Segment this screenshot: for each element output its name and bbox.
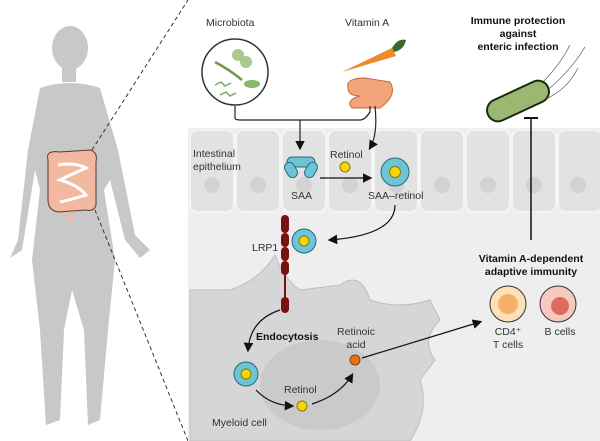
lrp1-receptor — [281, 215, 289, 313]
cd4-label-1: CD4⁺ — [495, 326, 522, 338]
arrow-complex-to-lrp1 — [327, 204, 396, 245]
vitamin-a-icon — [342, 39, 406, 109]
input-connector — [234, 106, 371, 121]
internalized-saa-retinol-icon — [233, 361, 259, 387]
intestinal-epithelium-label-2: epithelium — [193, 161, 241, 173]
retinoic-acid-label-2: acid — [346, 339, 365, 351]
intestinal-epithelium-label-1: Intestinal — [193, 148, 235, 160]
vitamin-a-label: Vitamin A — [345, 17, 389, 29]
lrp1-label: LRP1 — [252, 242, 278, 254]
arrow-vita-to-retinol — [368, 105, 378, 151]
retinoic-acid-molecule — [349, 354, 361, 366]
arrow-to-retinoic-acid — [311, 372, 354, 405]
endocytosis-label: Endocytosis — [256, 331, 319, 343]
myeloid-nucleus — [260, 340, 380, 430]
immune-protection-label-3: enteric infection — [477, 41, 558, 53]
bacterium-icon — [486, 44, 586, 123]
myeloid-cell-label: Myeloid cell — [212, 417, 267, 429]
immune-protection-label-2: against — [500, 28, 537, 40]
saa-retinol-label: SAA–retinol — [368, 190, 423, 202]
retinoic-acid-label-1: Retinoic — [337, 326, 375, 338]
human-silhouette — [10, 26, 150, 425]
retinol-molecule — [339, 161, 351, 173]
adaptive-immunity-label-1: Vitamin A-dependent — [479, 253, 584, 265]
saa-protein-icon — [284, 156, 318, 179]
zoom-line-top — [91, 0, 189, 151]
arrow-to-retinol — [255, 389, 295, 411]
endocytosis-arrow — [243, 309, 281, 353]
microbiota-icon — [201, 38, 269, 106]
microbiota-label: Microbiota — [206, 17, 255, 29]
adaptive-immunity-label-2: adaptive immunity — [485, 266, 577, 278]
arrow-to-t-cells — [361, 319, 483, 359]
retinol-label-top: Retinol — [330, 149, 363, 161]
saa-label: SAA — [291, 190, 312, 202]
intestine-icon — [47, 149, 97, 223]
bound-saa-retinol-icon — [291, 228, 317, 254]
b-cells-label: B cells — [545, 326, 576, 338]
retinol-label-bottom: Retinol — [284, 384, 317, 396]
intestinal-epithelium-layer — [189, 129, 600, 213]
immune-protection-label-1: Immune protection — [471, 15, 566, 27]
retinol-molecule-myeloid — [296, 400, 308, 412]
cd4-t-cell-icon — [489, 285, 527, 323]
b-cell-icon — [539, 285, 577, 323]
cd4-label-2: T cells — [493, 339, 523, 351]
saa-retinol-complex-icon — [380, 157, 410, 187]
